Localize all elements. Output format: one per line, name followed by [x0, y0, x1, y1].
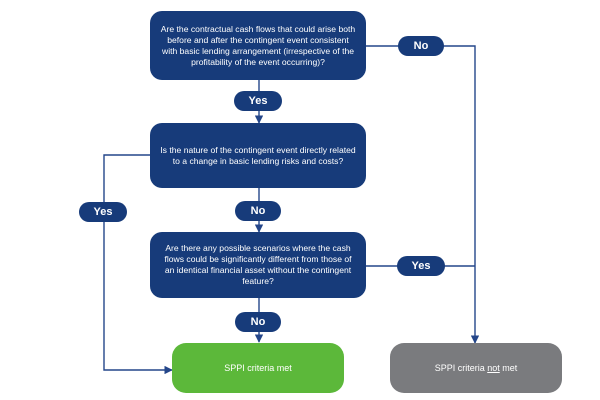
outcome-sppi-met: SPPI criteria met [172, 343, 344, 393]
outcome-sppi-met-label: SPPI criteria met [224, 363, 292, 373]
question-box-1: Are the contractual cash flows that coul… [150, 11, 366, 80]
question-box-3: Are there any possible scenarios where t… [150, 232, 366, 298]
answer-q1-no-badge: No [398, 36, 444, 56]
connector-q2-yes [103, 154, 173, 375]
answer-q2-yes-label: Yes [93, 206, 113, 218]
answer-q2-no-label: No [250, 205, 266, 217]
question-box-2: Is the nature of the contingent event di… [150, 123, 366, 188]
answer-q1-yes-label: Yes [248, 95, 268, 107]
outcome-not-met-prefix: SPPI criteria [434, 363, 488, 373]
answer-q3-yes-label: Yes [411, 260, 431, 272]
question-text-2: Is the nature of the contingent event di… [160, 144, 356, 166]
question-text-3: Are there any possible scenarios where t… [164, 243, 352, 286]
outcome-sppi-not-met-label: SPPI criteria not met [435, 363, 518, 373]
answer-q1-yes-badge: Yes [234, 91, 282, 111]
answer-q2-no-badge: No [235, 201, 281, 221]
answer-q3-no-badge: No [235, 312, 281, 332]
answer-q2-yes-badge: Yes [79, 202, 127, 222]
outcome-sppi-not-met: SPPI criteria not met [390, 343, 562, 393]
outcome-not-met-suffix: met [499, 363, 518, 373]
outcome-not-met-emphasis: not [487, 363, 500, 373]
connector-q1-no [366, 45, 480, 344]
answer-q1-no-label: No [413, 40, 429, 52]
answer-q3-no-label: No [250, 316, 266, 328]
answer-q3-yes-badge: Yes [397, 256, 445, 276]
question-text-1: Are the contractual cash flows that coul… [160, 23, 356, 67]
